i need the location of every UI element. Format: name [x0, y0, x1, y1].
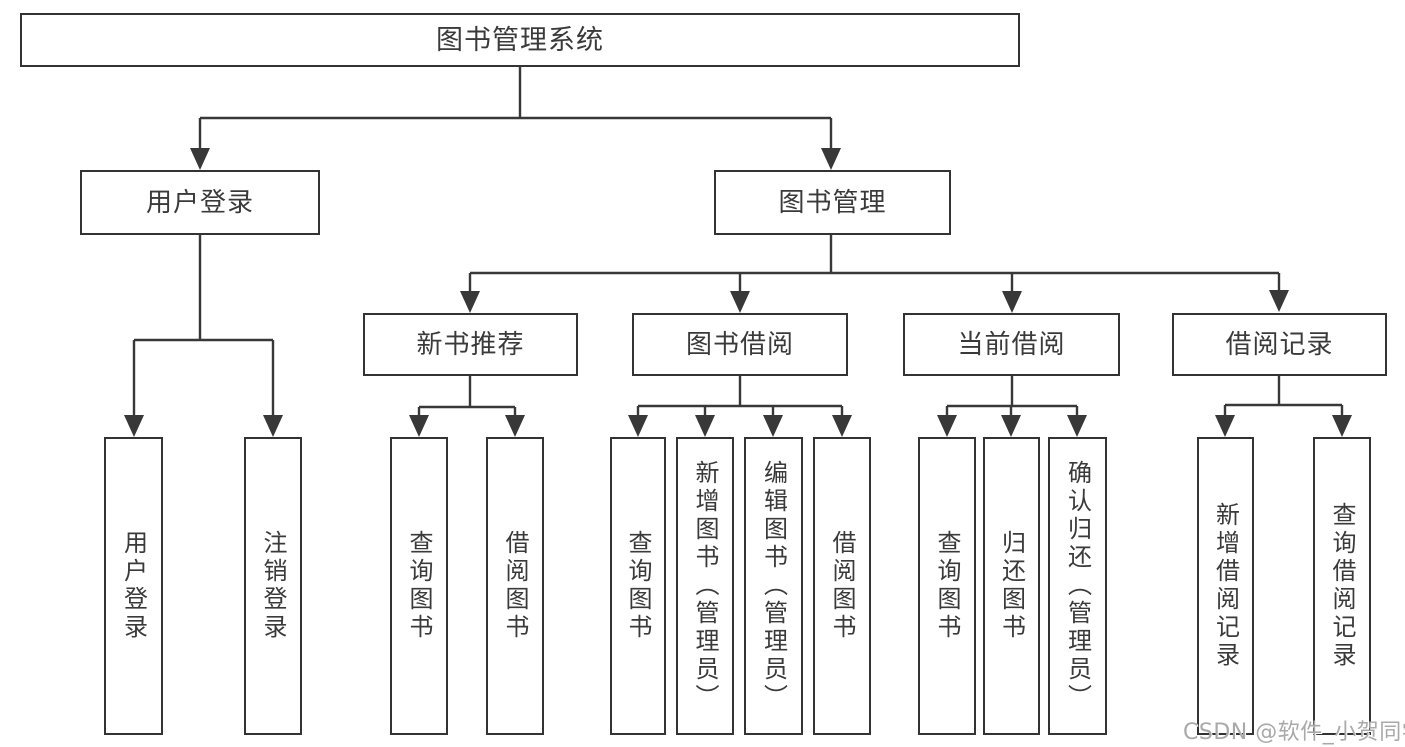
node-root-library-management-system: 图书管理系统 [20, 13, 1020, 67]
leaf-logout: 注销登录 [244, 437, 302, 735]
connector-new-book-recommend-to-leaves [419, 376, 515, 409]
leaf-query-borrow-record: 查询借阅记录 [1313, 437, 1371, 735]
leaf-query-books-recommend: 查询图书 [390, 437, 448, 735]
arrow-stems [132, 118, 1344, 417]
leaf-add-book-admin: 新增图书（管理员） [676, 437, 734, 735]
leaf-confirm-return-admin: 确认归还（管理员） [1048, 437, 1107, 735]
connector-root-to-level2 [200, 67, 831, 120]
leaf-user-login: 用户登录 [104, 437, 163, 735]
node-new-book-recommend: 新书推荐 [363, 313, 578, 376]
leaf-borrow-books-borrow: 借阅图书 [813, 437, 871, 735]
node-user-login: 用户登录 [80, 170, 320, 235]
csdn-watermark: CSDN @软件_小贺同学 [1183, 720, 1405, 745]
node-book-management: 图书管理 [714, 170, 951, 235]
connector-current-borrow-to-leaves [947, 376, 1077, 408]
connector-borrow-records-to-leaves [1225, 376, 1342, 407]
node-current-borrow: 当前借阅 [903, 313, 1120, 376]
leaf-query-books-borrow: 查询图书 [610, 437, 666, 735]
connector-user-login-to-leaves [134, 235, 273, 342]
leaf-add-borrow-record: 新增借阅记录 [1197, 437, 1254, 735]
node-borrow-records: 借阅记录 [1172, 313, 1387, 376]
leaf-return-book: 归还图书 [983, 437, 1040, 735]
leaf-borrow-books-recommend: 借阅图书 [486, 437, 544, 735]
connector-book-borrow-to-leaves [638, 376, 842, 408]
leaf-edit-book-admin: 编辑图书（管理员） [744, 437, 803, 735]
arrowheads [124, 148, 1352, 437]
node-book-borrow: 图书借阅 [632, 313, 848, 376]
leaf-query-books-current: 查询图书 [918, 437, 976, 735]
connector-book-management-to-level3 [470, 235, 1279, 275]
